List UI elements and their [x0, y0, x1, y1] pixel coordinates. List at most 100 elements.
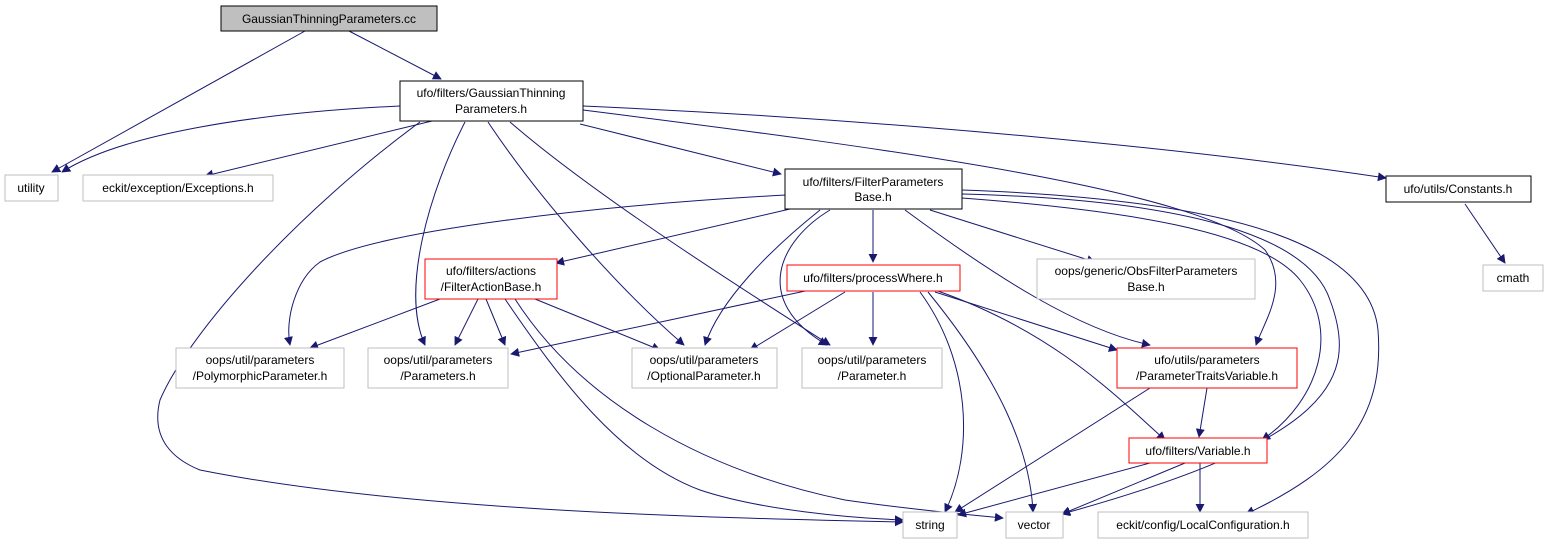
edge-actionbase-to-polymorphic: [309, 298, 441, 350]
edge-fpb-to-actionbase: [555, 208, 791, 266]
node-gaussian-thinning-parameters-cc[interactable]: GaussianThinningParameters.cc: [220, 5, 438, 32]
node-label: ufo/filters/Variable.h: [1145, 444, 1250, 458]
edge-processwhere-to-string: [919, 291, 964, 513]
node-filter-parameters-base[interactable]: ufo/filters/FilterParameters Base.h: [784, 168, 963, 210]
edge-fpb-to-localconfig: [961, 189, 1380, 515]
node-box: [1482, 264, 1544, 292]
edge-processwhere-to-variable: [934, 289, 1166, 441]
node-label-line-2: /Parameter.h: [838, 369, 907, 383]
edge-root-to-gtp-h: [348, 30, 442, 80]
node-label-line-2: /OptionalParameter.h: [647, 369, 760, 383]
node-process-where[interactable]: ufo/filters/processWhere.h: [786, 264, 961, 292]
node-label-line-2: /ParameterTraitsVariable.h: [1136, 369, 1278, 383]
node-box: [631, 347, 778, 389]
nodes: GaussianThinningParameters.cc ufo/filter…: [4, 5, 1544, 539]
node-box: [784, 168, 963, 210]
node-box: [1385, 175, 1532, 203]
node-polymorphic-parameter[interactable]: oops/util/parameters /PolymorphicParamet…: [175, 347, 345, 389]
node-parameter-traits-variable[interactable]: ufo/utils/parameters /ParameterTraitsVar…: [1116, 347, 1298, 389]
node-label: utility: [17, 181, 44, 195]
node-parameters[interactable]: oops/util/parameters /Parameters.h: [367, 347, 509, 389]
node-variable[interactable]: ufo/filters/Variable.h: [1128, 437, 1268, 464]
edge-gtp-h-to-fpb: [579, 123, 782, 177]
node-box: [220, 5, 438, 32]
node-box: [902, 511, 958, 539]
node-label: vector: [1018, 518, 1051, 532]
node-label: GaussianThinningParameters.cc: [242, 12, 416, 26]
node-box: [1036, 258, 1256, 300]
node-local-configuration[interactable]: eckit/config/LocalConfiguration.h: [1097, 511, 1309, 539]
node-box: [175, 347, 345, 389]
node-parameter[interactable]: oops/util/parameters /Parameter.h: [801, 347, 943, 389]
node-label: string: [915, 518, 944, 532]
edge-gtp-h-to-string: [157, 121, 904, 527]
node-ufo-constants[interactable]: ufo/utils/Constants.h: [1385, 175, 1532, 203]
edge-processwhere-to-vector: [927, 291, 1038, 513]
node-utility[interactable]: utility: [4, 174, 59, 202]
node-label: cmath: [1497, 271, 1530, 285]
node-label-line-1: ufo/filters/GaussianThinning: [417, 86, 566, 100]
edge-gtp-h-to-constants: [582, 105, 1387, 182]
edge-constants-to-cmath: [1464, 203, 1506, 264]
node-obs-filter-parameters-base[interactable]: oops/generic/ObsFilterParameters Base.h: [1036, 258, 1256, 300]
node-label: eckit/exception/Exceptions.h: [102, 181, 253, 195]
node-label-line-1: oops/util/parameters: [206, 353, 315, 367]
edge-ptv-to-string: [954, 387, 1151, 513]
edge-actionbase-to-optional: [534, 298, 661, 352]
edge-gtp-h-to-utility: [61, 105, 401, 173]
node-vector[interactable]: vector: [1005, 511, 1064, 539]
node-label-line-2: /FilterActionBase.h: [441, 280, 542, 294]
node-box: [4, 174, 59, 202]
node-optional-parameter[interactable]: oops/util/parameters /OptionalParameter.…: [631, 347, 778, 389]
node-box: [801, 347, 943, 389]
node-label-line-1: oops/generic/ObsFilterParameters: [1055, 264, 1238, 278]
edge-variable-to-vector: [1061, 462, 1186, 516]
edge-gtp-h-to-parameters: [415, 121, 466, 346]
node-cmath[interactable]: cmath: [1482, 264, 1544, 292]
edge-fpb-to-optional: [703, 209, 821, 346]
node-box: [1097, 511, 1309, 539]
edge-actionbase-to-parameters: [454, 298, 479, 346]
edge-gtp-h-to-optional: [487, 121, 685, 346]
node-box: [1128, 437, 1268, 464]
edge-processwhere-to-parameters: [510, 289, 811, 357]
edges: [51, 30, 1506, 527]
node-label-line-1: ufo/filters/FilterParameters: [803, 175, 944, 189]
edge-fpb-to-variable: [961, 197, 1322, 441]
node-label-line-1: ufo/utils/parameters: [1154, 353, 1259, 367]
node-label: ufo/utils/Constants.h: [1404, 182, 1513, 196]
node-label-line-2: Base.h: [1127, 280, 1164, 294]
node-box: [786, 264, 961, 292]
edge-fpb-to-parameter: [779, 209, 831, 346]
edge-gtp-h-to-exceptions: [204, 120, 433, 179]
node-label: ufo/filters/processWhere.h: [803, 271, 942, 285]
edge-actionbase-to-string: [504, 298, 904, 525]
edge-gtp-h-to-ptv: [582, 109, 1277, 346]
node-box: [367, 347, 509, 389]
node-label-line-1: oops/util/parameters: [818, 353, 927, 367]
node-label-line-2: Parameters.h: [455, 102, 527, 116]
node-label-line-1: ufo/filters/actions: [446, 264, 536, 278]
node-filter-action-base[interactable]: ufo/filters/actions /FilterActionBase.h: [424, 258, 558, 300]
node-label-line-1: oops/util/parameters: [384, 353, 493, 367]
node-label: eckit/config/LocalConfiguration.h: [1116, 518, 1289, 532]
node-box: [399, 80, 584, 122]
edge-ptv-to-variable: [1195, 387, 1208, 438]
edge-actionbase-to-parameters-2: [485, 298, 507, 346]
edge-gtp-h-to-parameter: [509, 121, 831, 346]
node-string[interactable]: string: [902, 511, 958, 539]
edge-root-to-utility: [51, 30, 306, 173]
edge-fpb-to-obsfpb: [929, 209, 1096, 264]
edge-processwhere-to-optional: [749, 291, 846, 351]
node-gaussian-thinning-parameters-h[interactable]: ufo/filters/GaussianThinning Parameters.…: [399, 80, 584, 122]
node-label-line-2: /PolymorphicParameter.h: [193, 369, 328, 383]
node-box: [1116, 347, 1298, 389]
node-label-line-2: Base.h: [854, 190, 891, 204]
node-box: [82, 174, 274, 202]
edge-variable-to-string: [957, 462, 1151, 518]
node-box: [424, 258, 558, 300]
node-label-line-1: oops/util/parameters: [650, 353, 759, 367]
edge-fpb-to-polymorphic: [284, 194, 787, 346]
node-eckit-exceptions[interactable]: eckit/exception/Exceptions.h: [82, 174, 274, 202]
